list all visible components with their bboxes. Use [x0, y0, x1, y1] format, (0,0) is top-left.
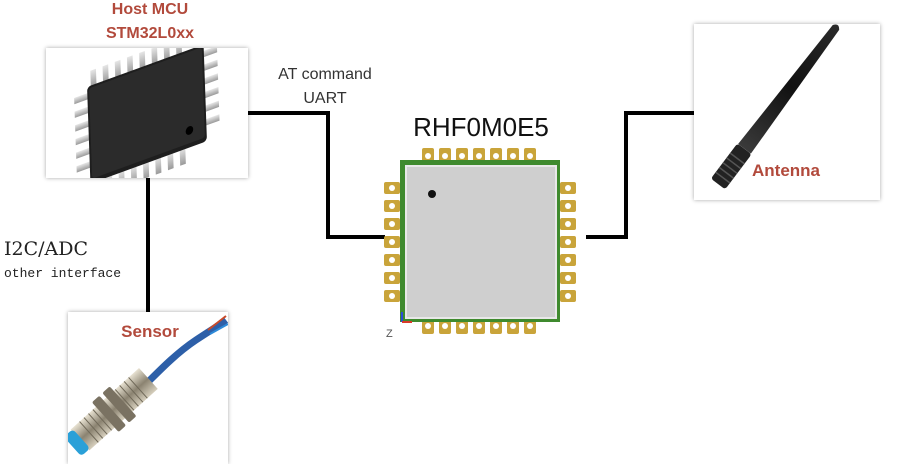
module-chip-icon [384, 148, 576, 334]
link-label-i2c-adc: I2C/ADC [4, 238, 89, 260]
link-label-uart: UART [303, 90, 347, 107]
module-shield [405, 165, 557, 319]
antenna-icon [712, 24, 840, 189]
module-axis-label: Z [386, 328, 393, 340]
mcu-chip-icon [74, 48, 220, 178]
antenna-label: Antenna [752, 161, 820, 180]
mcu-to-module-wire [248, 111, 385, 239]
link-label-other-interface: other interface [4, 266, 122, 281]
sensor-icon [68, 315, 228, 455]
host-mcu-model: STM32L0xx [105, 25, 195, 42]
pin1-marker [428, 190, 436, 198]
module-to-antenna-wire [586, 111, 694, 239]
sensor-label: Sensor [121, 322, 179, 341]
sensor-card [68, 312, 228, 464]
module-name: RHF0M0E5 [413, 112, 549, 142]
antenna-card [694, 24, 880, 200]
link-label-at-command: AT command [278, 66, 372, 83]
host-mcu-title: Host MCU [111, 1, 189, 18]
host-mcu-card [46, 48, 248, 178]
